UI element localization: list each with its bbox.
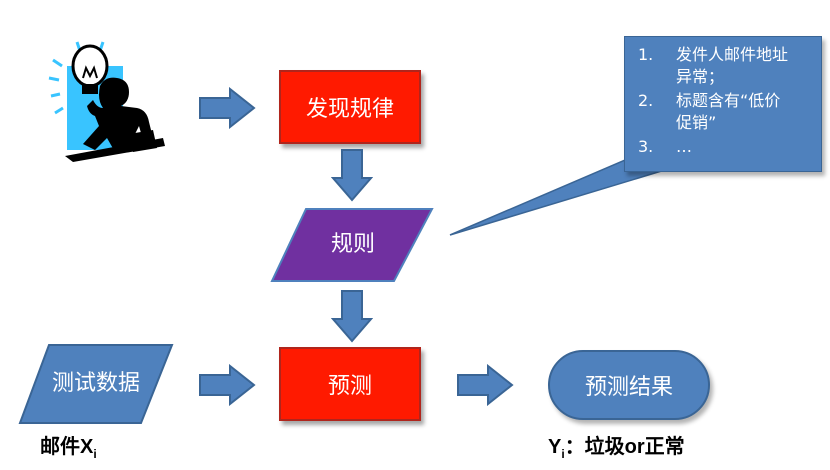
lightbulb-thinker-icon <box>48 41 165 162</box>
prediction-result-label: 预测结果 <box>584 375 673 400</box>
discover-pattern-box: 发现规律 <box>279 70 421 144</box>
predict-box: 预测 <box>279 347 421 421</box>
arrow-right-icon <box>457 364 514 406</box>
input-caption: 邮件Xi <box>40 436 97 461</box>
rules-parallelogram <box>270 208 434 282</box>
callout-item-3: 3. … <box>638 137 692 156</box>
arrow-down-icon <box>331 149 373 202</box>
rules-label: 规则 <box>330 232 375 257</box>
callout-item-3-text: … <box>676 137 692 156</box>
test-data-parallelogram <box>18 344 174 424</box>
arrow-down-icon <box>331 290 373 343</box>
callout-item-2-text: 标题含有“低价促销” <box>676 91 781 132</box>
predict-label: 预测 <box>327 374 372 399</box>
prediction-result-box: 预测结果 <box>548 350 710 420</box>
arrow-right-icon <box>199 364 256 406</box>
callout-item-1-text: 发件人邮件地址异常； <box>676 45 789 86</box>
callout-item-2: 2. 标题含有“低价促销” <box>638 90 816 134</box>
test-data-label: 测试数据 <box>51 371 140 396</box>
output-caption: Yi：垃圾or正常 <box>548 436 685 461</box>
discover-pattern-label: 发现规律 <box>305 97 394 122</box>
arrow-right-icon <box>199 87 256 129</box>
rules-callout-box <box>624 36 822 172</box>
rules-callout-list: 1. 发件人邮件地址异常； 2. 标题含有“低价促销” 3. … <box>638 44 816 158</box>
callout-item-1: 1. 发件人邮件地址异常； <box>638 44 816 88</box>
